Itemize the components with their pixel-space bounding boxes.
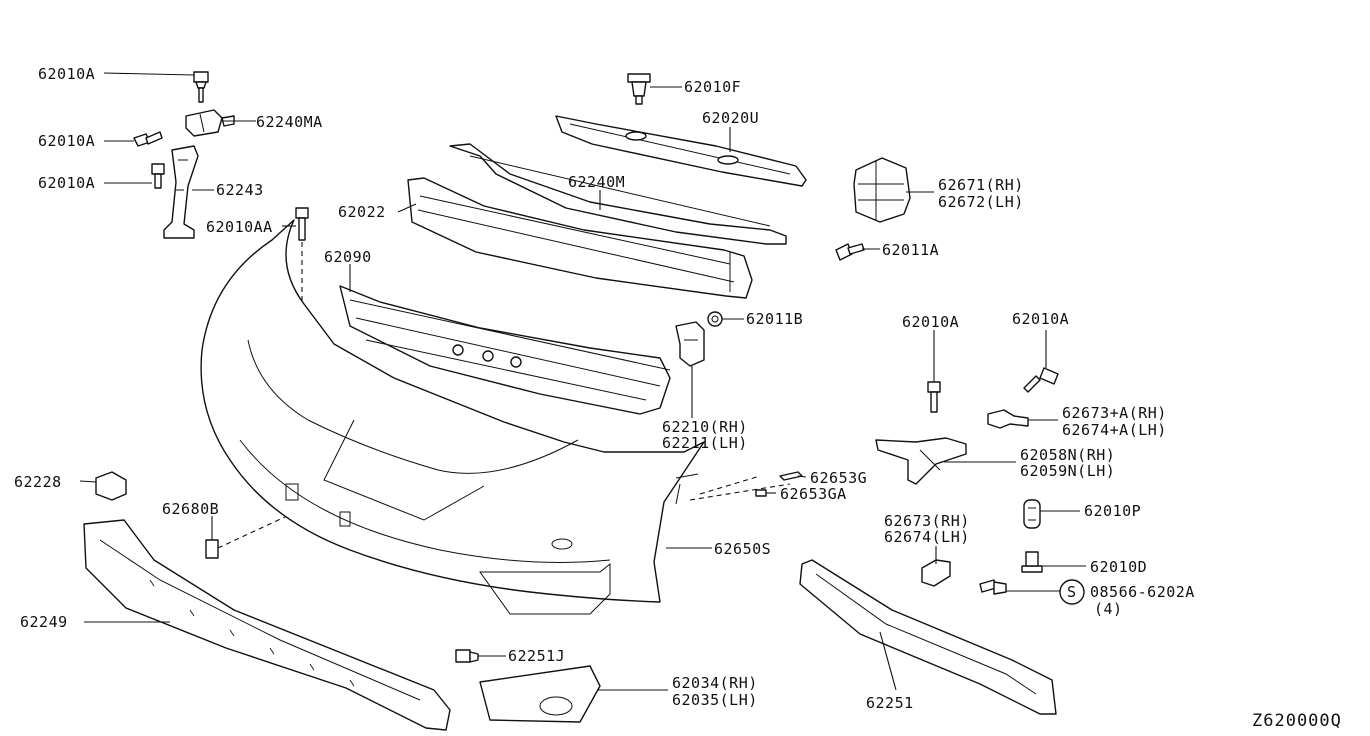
bolt-62010A-right2	[1023, 367, 1059, 393]
label-62674: 62674(LH)	[884, 528, 970, 546]
reinforcement-62240M	[449, 143, 787, 245]
s-symbol-letter: S	[1067, 583, 1077, 601]
label-62010A-right1: 62010A	[902, 313, 959, 331]
label-62243: 62243	[216, 181, 264, 199]
bracket-62210	[675, 321, 705, 367]
bolt-62010A-mid	[133, 131, 163, 147]
label-62010AA: 62010AA	[206, 218, 273, 236]
label-62010D: 62010D	[1090, 558, 1147, 576]
label-62680B: 62680B	[162, 500, 219, 518]
label-62011A: 62011A	[882, 241, 939, 259]
leader-62251	[879, 631, 897, 691]
label-62653G: 62653G	[810, 469, 867, 487]
bolt-62010AA	[295, 207, 309, 241]
clip-62240MA	[185, 109, 235, 137]
cover-62228	[95, 471, 127, 501]
clip-62010D	[1021, 551, 1043, 573]
label-62672: 62672(LH)	[938, 193, 1024, 211]
screw-08566	[979, 579, 1007, 595]
label-62674A: 62674+A(LH)	[1062, 421, 1167, 439]
lower-valance-62249	[83, 519, 451, 731]
leader-62022	[397, 203, 417, 213]
label-62020U: 62020U	[702, 109, 759, 127]
label-62228: 62228	[14, 473, 62, 491]
label-62251J: 62251J	[508, 647, 565, 665]
molding-62251	[799, 559, 1057, 715]
label-62010A-low: 62010A	[38, 174, 95, 192]
upper-support-62020U	[555, 115, 807, 187]
label-62240MA: 62240MA	[256, 113, 323, 131]
clip-62251J	[455, 649, 479, 663]
bolt-62010A-right1	[927, 381, 941, 413]
bracket-62671	[853, 157, 911, 223]
grille-62090	[339, 285, 671, 415]
leader-62010A-1	[103, 72, 195, 76]
label-62010A-top: 62010A	[38, 65, 95, 83]
label-08566: 08566-6202A	[1090, 583, 1195, 601]
label-62673: 62673(RH)	[884, 512, 970, 530]
label-62211: 62211(LH)	[662, 434, 748, 452]
leader-62653G	[797, 475, 807, 478]
label-62653GA: 62653GA	[780, 485, 847, 503]
label-62010A-mid: 62010A	[38, 132, 95, 150]
diagram-code: Z620000Q	[1252, 711, 1342, 731]
leader-62228	[79, 480, 97, 483]
label-62251: 62251	[866, 694, 914, 712]
label-62010A-right2: 62010A	[1012, 310, 1069, 328]
label-62010F: 62010F	[684, 78, 741, 96]
bolt-62010A-low	[151, 163, 165, 189]
label-62240M: 62240M	[568, 173, 625, 191]
bolt-62010A-top	[193, 71, 209, 103]
clip-62653GA	[755, 489, 767, 497]
label-62022: 62022	[338, 203, 386, 221]
bumper-fascia-62650S	[200, 219, 705, 615]
label-62035: 62035(LH)	[672, 691, 758, 709]
label-62010P: 62010P	[1084, 502, 1141, 520]
label-62210: 62210(RH)	[662, 418, 748, 436]
label-62011B: 62011B	[746, 310, 803, 328]
clip-62673A	[987, 409, 1029, 429]
bolt-62010F	[627, 73, 651, 105]
bolt-62011A	[835, 243, 865, 261]
label-62058N: 62058N(RH)	[1020, 446, 1115, 464]
clip-62010P	[1023, 499, 1041, 529]
bracket-62680B	[205, 539, 219, 559]
label-62059N: 62059N(LH)	[1020, 462, 1115, 480]
s-symbol-circle	[1059, 579, 1085, 605]
label-62249: 62249	[20, 613, 68, 631]
fog-cover-62034	[479, 665, 601, 723]
label-62650S: 62650S	[714, 540, 771, 558]
label-62034: 62034(RH)	[672, 674, 758, 692]
label-62671: 62671(RH)	[938, 176, 1024, 194]
bracket-62058N	[875, 437, 967, 485]
label-62673A: 62673+A(RH)	[1062, 404, 1167, 422]
label-qty-4: (4)	[1094, 600, 1123, 618]
nut-62011B	[707, 311, 723, 327]
label-62090: 62090	[324, 248, 372, 266]
bracket-62243	[163, 145, 199, 239]
absorber-62022	[407, 177, 753, 299]
